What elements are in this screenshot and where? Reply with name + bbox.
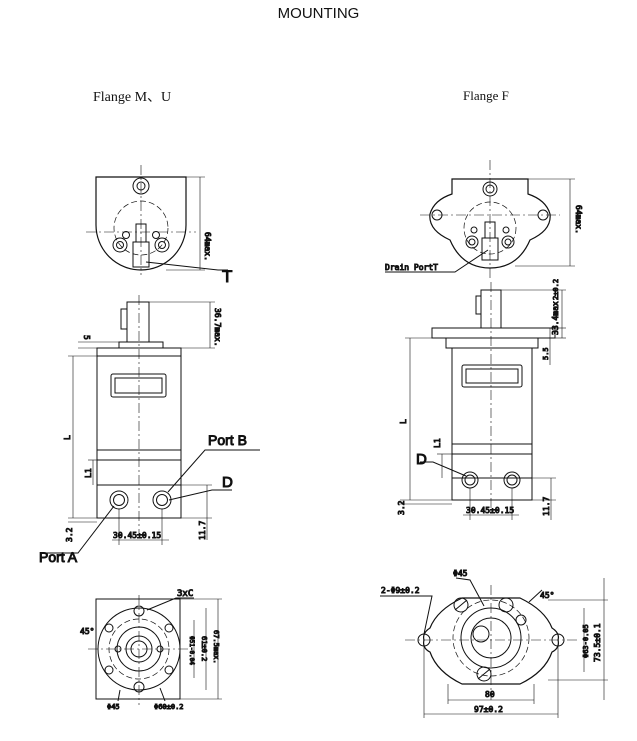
left-phi45-dim: Φ45 [107,703,120,711]
right-top-view [385,160,575,280]
right-dim-3-2: 3.2 [397,500,406,515]
right-angle-45: 45° [540,591,554,600]
left-dim-l: L [63,435,72,440]
left-dim-11-7: 11.7 [198,521,207,540]
page-title: MOUNTING [277,5,360,22]
left-callout-t: T [222,267,232,286]
left-top-height-dim: 64max. [203,232,212,261]
flange-mu-label: Flange M、U [93,90,172,105]
left-67-dim: 67.5max. [212,630,220,664]
right-front-view [380,577,608,718]
right-dim-97: 97±0.2 [474,705,503,714]
flange-f-label: Flange F [463,88,509,103]
left-61-dim: 61±0.2 [200,636,208,661]
right-holes-dim: 2-Φ9±0.2 [381,586,420,595]
right-pilot-dim: Φ63-0.05 [582,624,590,658]
left-port-spacing-dim: 30.45±0.15 [113,531,161,540]
left-phi60-dim: Φ60±0.2 [154,703,184,711]
left-dim-3-2: 3.2 [65,527,74,542]
right-dim-l1: L1 [433,438,442,448]
left-port-a-label: Port A [39,549,78,565]
right-phi45-dim: Φ45 [453,569,468,578]
left-callout-d: D [222,474,233,491]
left-callout-3xc: 3xC [177,589,193,599]
right-73-5-dim: 73.5±0.1 [593,623,602,662]
left-top-view [86,165,228,275]
left-port-b-label: Port B [208,432,247,448]
left-pilot-dim: Φ51-0.04 [188,636,195,665]
left-shaft-dim: 36.7max. [213,308,222,347]
right-dim-5-5: 5.5 [542,347,550,360]
right-side-view [400,282,566,520]
left-front-view [88,595,222,705]
right-drain-port: Drain PortT [385,263,438,272]
right-dim-33-4: 33.4max. [551,296,560,335]
left-angle-45: 45° [80,627,94,636]
left-dim-l1: L1 [84,468,93,478]
right-dim-l: L [399,419,408,424]
right-dim-11-7: 11.7 [542,497,551,516]
right-dim-2: 2±0.2 [552,279,560,300]
right-top-height-dim: 64max. [574,205,583,234]
left-dim-5: 5 [82,335,91,340]
right-port-spacing-dim: 30.45±0.15 [466,506,514,515]
right-callout-d: D [416,451,427,468]
left-side-view [45,295,260,554]
right-dim-80: 80 [485,690,495,699]
